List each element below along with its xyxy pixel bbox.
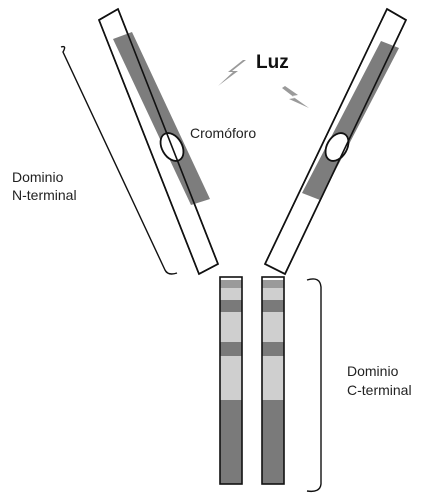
n-domain-label-line1: Dominio bbox=[12, 169, 64, 185]
c-terminal-bracket bbox=[307, 279, 321, 491]
right-stem bbox=[262, 277, 284, 484]
left-stem bbox=[220, 277, 242, 484]
chromophore-label: Cromóforo bbox=[190, 125, 256, 141]
light-label: Luz bbox=[256, 52, 289, 73]
lightning-icon bbox=[282, 86, 309, 108]
right-arm bbox=[265, 9, 406, 274]
n-domain-label-line2: N-terminal bbox=[12, 187, 77, 203]
c-domain-label-line2: C-terminal bbox=[347, 382, 412, 398]
left-arm bbox=[99, 9, 218, 274]
lightning-icon bbox=[218, 60, 246, 86]
c-domain-label-line1: Dominio bbox=[347, 363, 399, 379]
